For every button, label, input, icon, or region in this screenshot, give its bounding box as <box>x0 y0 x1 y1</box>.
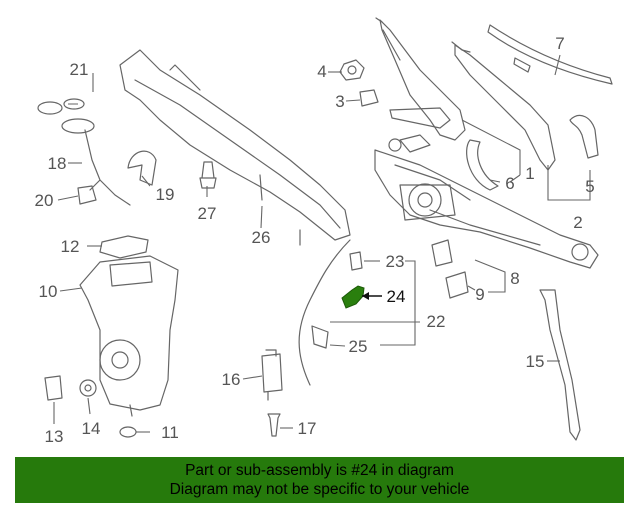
part-24-arrowhead <box>362 292 369 300</box>
nut-4[interactable] <box>339 59 365 81</box>
callout-6: 6 <box>505 174 514 193</box>
callout-11: 11 <box>161 423 179 442</box>
callout-23: 23 <box>386 252 405 271</box>
callout-22: 22 <box>427 312 446 331</box>
screw-17[interactable] <box>267 413 281 437</box>
parts-diagram: 1 2 3 4 5 6 7 8 9 10 11 12 13 14 15 16 1… <box>35 17 613 446</box>
banner-line-1: Part or sub-assembly is #24 in diagram <box>185 462 454 479</box>
callout-20: 20 <box>35 191 54 210</box>
callout-labels: 1 2 3 4 5 6 7 8 9 10 11 12 13 14 15 16 1… <box>35 34 595 446</box>
callout-14: 14 <box>82 419 101 438</box>
callout-5: 5 <box>585 177 594 196</box>
callout-27: 27 <box>198 204 217 223</box>
callout-19: 19 <box>156 185 175 204</box>
sensor-13[interactable] <box>44 375 63 401</box>
callout-1: 1 <box>525 164 534 183</box>
filler-neck[interactable] <box>61 118 131 206</box>
seal-6[interactable] <box>466 139 499 191</box>
callout-17: 17 <box>298 419 317 438</box>
connector-25[interactable] <box>311 325 329 349</box>
nozzle-3[interactable] <box>359 89 379 107</box>
washer-hose-15[interactable] <box>539 289 581 441</box>
callout-25: 25 <box>349 337 368 356</box>
callout-7: 7 <box>555 34 564 53</box>
callout-26: 26 <box>252 228 271 247</box>
reservoir-10[interactable] <box>79 255 179 417</box>
cowl-panel[interactable] <box>119 49 351 246</box>
arm-cap[interactable] <box>569 115 599 159</box>
part-24-highlight[interactable] <box>341 285 365 309</box>
callout-21: 21 <box>70 60 89 79</box>
callout-18: 18 <box>48 154 67 173</box>
callout-16: 16 <box>222 370 241 389</box>
callout-12: 12 <box>61 237 80 256</box>
bracket-8[interactable] <box>431 239 469 299</box>
grommet-14[interactable] <box>79 379 97 397</box>
callout-24: 24 <box>387 287 406 306</box>
plug-11[interactable] <box>119 426 137 438</box>
grommet-20[interactable] <box>77 185 97 205</box>
wiper-arm-left[interactable] <box>375 17 466 153</box>
callout-9: 9 <box>475 285 484 304</box>
reservoir-cap-12[interactable] <box>99 235 149 259</box>
hose-22[interactable] <box>298 239 351 386</box>
cap-21[interactable] <box>37 98 85 115</box>
wiper-linkage[interactable] <box>374 138 599 269</box>
callout-10: 10 <box>39 282 58 301</box>
callout-2: 2 <box>573 213 582 232</box>
clip-27[interactable] <box>199 161 217 189</box>
callout-15: 15 <box>526 352 545 371</box>
info-banner: Part or sub-assembly is #24 in diagram D… <box>15 457 624 503</box>
banner-line-2: Diagram may not be specific to your vehi… <box>169 481 470 498</box>
callout-3: 3 <box>335 92 344 111</box>
connector-23[interactable] <box>349 251 363 271</box>
callout-13: 13 <box>45 427 64 446</box>
leader-lines <box>53 54 591 433</box>
wiper-blade[interactable] <box>487 24 613 85</box>
hose-19[interactable] <box>127 150 157 186</box>
callout-4: 4 <box>317 62 326 81</box>
callout-8: 8 <box>510 269 519 288</box>
pump-16[interactable] <box>261 349 283 401</box>
